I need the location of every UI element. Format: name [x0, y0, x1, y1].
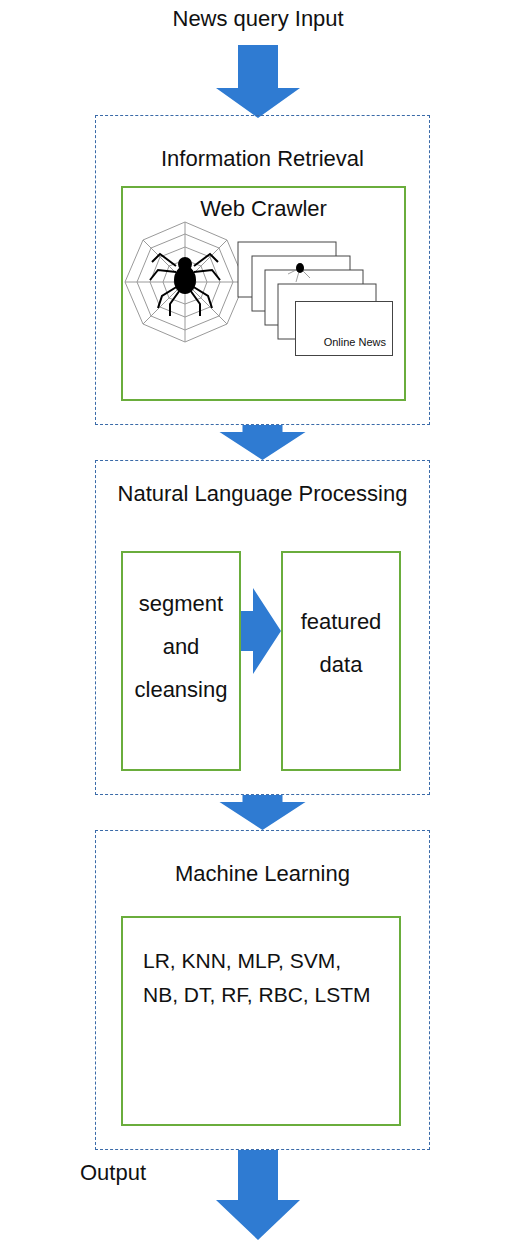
- news-page: Online News: [295, 301, 393, 356]
- small-spider: [296, 263, 304, 273]
- process-box: segment and cleansing: [121, 551, 241, 771]
- flow-arrow: [220, 795, 306, 830]
- group-title: Information Retrieval: [96, 146, 429, 172]
- box-text: featured data: [283, 601, 399, 687]
- input-arrow: [216, 45, 300, 118]
- group-title: Natural Language Processing: [96, 481, 429, 507]
- box-text: Online News: [296, 336, 392, 349]
- box-text: LR, KNN, MLP, SVM, NB, DT, RF, RBC, LSTM: [123, 944, 399, 1011]
- spider-web: [125, 222, 245, 342]
- box-text: segment and cleansing: [123, 583, 239, 712]
- process-box: Web CrawlerOnline News: [121, 186, 406, 401]
- flow-label: Output: [80, 1160, 146, 1186]
- group-box: Machine LearningLR, KNN, MLP, SVM, NB, D…: [95, 830, 430, 1150]
- flow-label: News query Input: [173, 6, 344, 32]
- flow-arrow: [241, 588, 281, 674]
- process-box: LR, KNN, MLP, SVM, NB, DT, RF, RBC, LSTM: [121, 916, 401, 1126]
- process-box: featured data: [281, 551, 401, 771]
- output-arrow: [216, 1150, 300, 1240]
- spider: [150, 254, 220, 316]
- group-title: Machine Learning: [96, 861, 429, 887]
- flow-arrow: [220, 425, 306, 460]
- box-text: Web Crawler: [123, 196, 404, 222]
- group-box: Information RetrievalWeb CrawlerOnline N…: [95, 115, 430, 425]
